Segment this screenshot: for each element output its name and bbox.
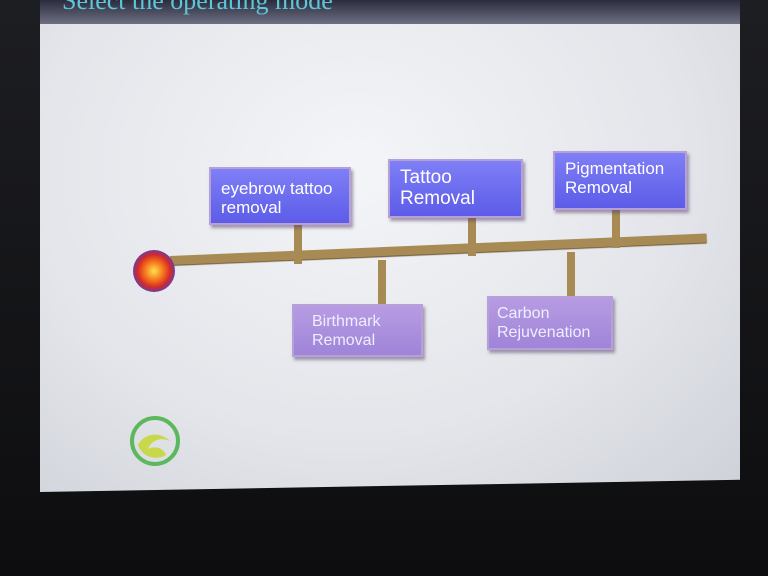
timeline-stem [468,216,476,256]
header-bar [40,0,740,24]
mode-tattoo-removal-button[interactable]: Tattoo Removal [388,159,523,218]
timeline-stem [567,252,575,296]
timeline-stem [378,260,386,304]
page-title: Select the operating mode [62,0,333,15]
timeline-stem [294,224,302,264]
mode-pigmentation-removal-button[interactable]: Pigmentation Removal [553,151,687,210]
mode-eyebrow-tattoo-removal-button[interactable]: eyebrow tattoo removal [209,167,351,225]
mode-birthmark-removal-button[interactable]: Birthmark Removal [292,304,423,357]
mode-carbon-rejuvenation-button[interactable]: Carbon Rejuvenation [487,296,613,350]
timeline-stem [612,208,620,248]
brand-logo-icon [130,416,180,466]
timeline-start-dot-icon [133,250,175,292]
